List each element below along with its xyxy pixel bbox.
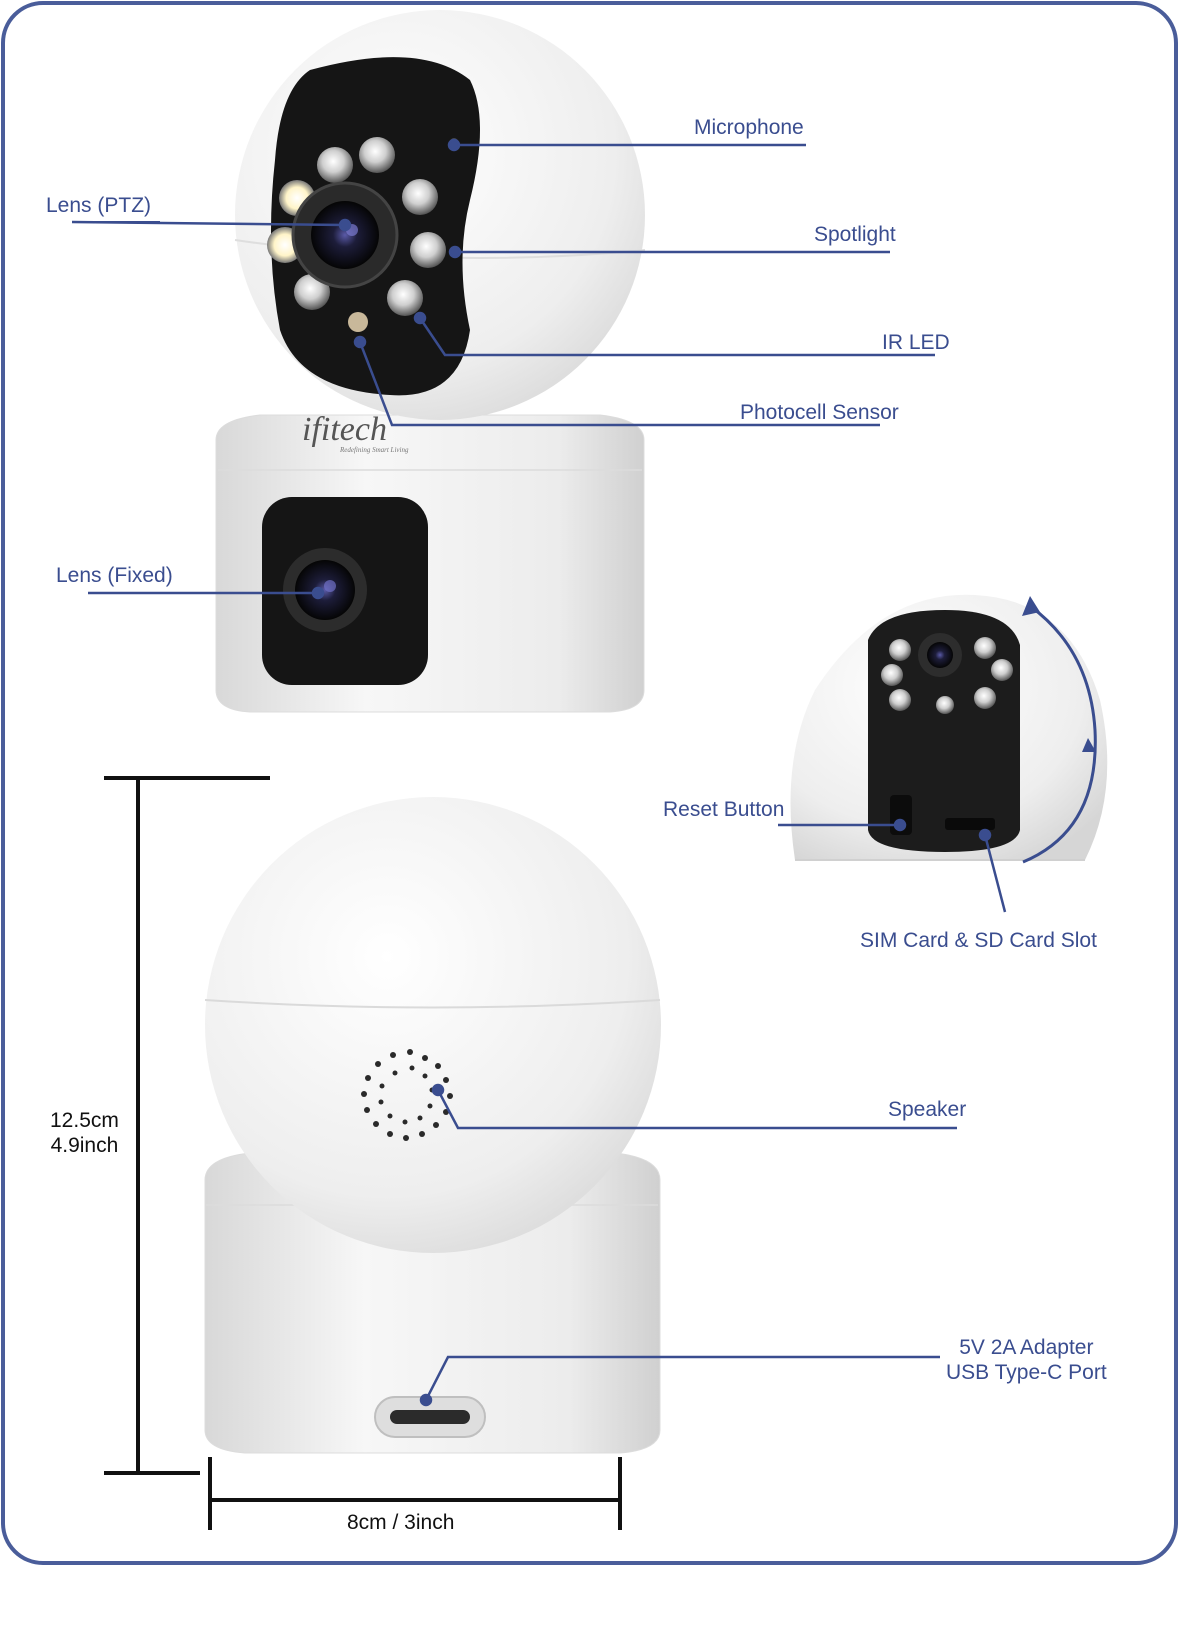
label-lens-ptz: Lens (PTZ): [46, 194, 152, 217]
rear-camera: [204, 797, 661, 1454]
label-adapter-line2: USB Type-C Port: [946, 1361, 1107, 1385]
rear-camera-base: [204, 1152, 661, 1454]
label-adapter: 5V 2A Adapter USB Type-C Port: [946, 1335, 1107, 1385]
sd-slot: [945, 818, 995, 830]
label-sim-sd-slot: SIM Card & SD Card Slot: [860, 929, 1097, 952]
front-camera: ifitech Redefining Smart Living: [215, 10, 646, 713]
side-camera-face: [868, 610, 1020, 852]
label-photocell: Photocell Sensor: [740, 401, 899, 424]
callout-lines: [71, 138, 1007, 1407]
height-dimension: [104, 776, 270, 1475]
label-ir-led: IR LED: [882, 331, 950, 354]
rotation-arrow: [1022, 604, 1097, 864]
rear-camera-ball: [205, 797, 661, 1253]
label-underlines: [72, 144, 957, 1129]
side-camera: [790, 594, 1108, 864]
label-width: 8cm / 3inch: [347, 1511, 455, 1534]
brand-logo: ifitech: [302, 411, 387, 448]
label-height-cm: 12.5cm: [50, 1109, 119, 1132]
label-spotlight: Spotlight: [814, 223, 896, 246]
width-dimension: [208, 1457, 622, 1530]
label-adapter-line1: 5V 2A Adapter: [959, 1336, 1094, 1359]
label-reset-button: Reset Button: [663, 798, 785, 821]
outer-frame: [1, 1, 1178, 1565]
label-height-inch: 4.9inch: [50, 1134, 119, 1158]
label-speaker: Speaker: [888, 1098, 967, 1121]
speaker-grille: [361, 1049, 453, 1141]
label-height: 12.5cm 4.9inch: [50, 1108, 119, 1158]
label-lens-fixed: Lens (Fixed): [56, 564, 173, 587]
label-microphone: Microphone: [694, 116, 804, 139]
brand-tagline: Redefining Smart Living: [339, 446, 409, 454]
